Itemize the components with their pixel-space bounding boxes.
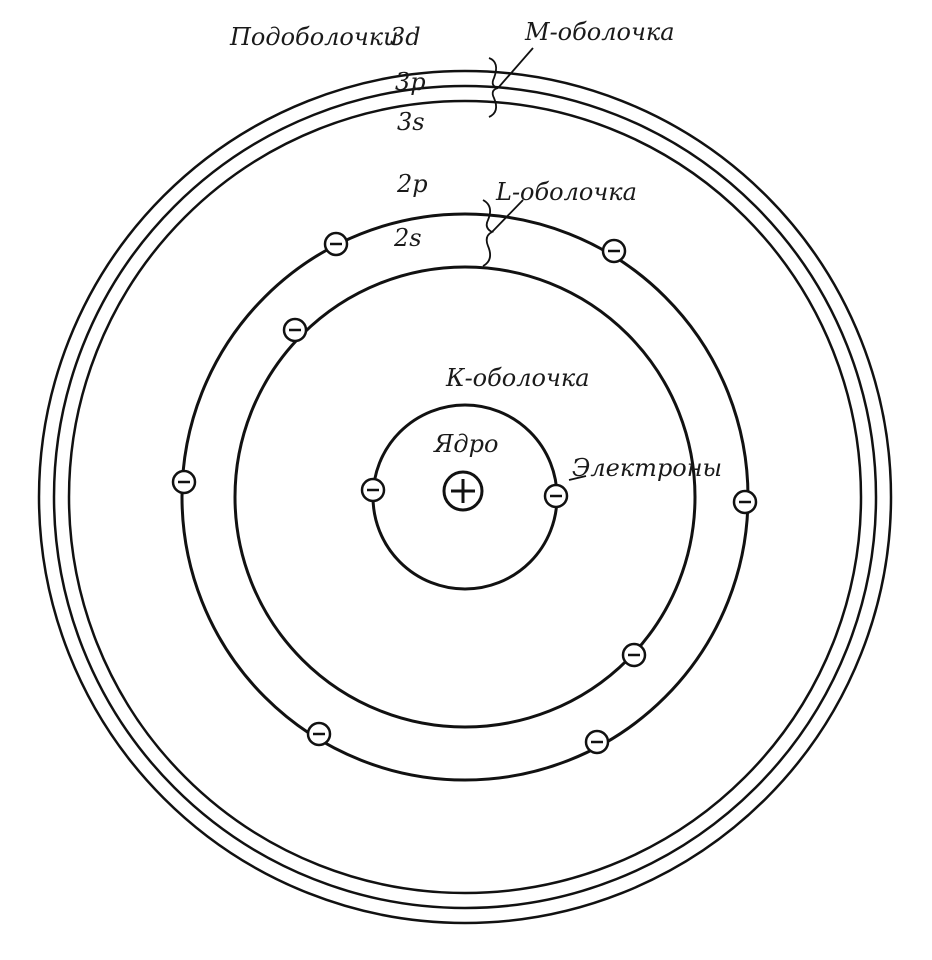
ring-3d	[37, 69, 893, 925]
subshell-3d-label: 3d	[390, 23, 421, 51]
electron	[306, 721, 332, 747]
electrons-leader	[568, 475, 587, 481]
electron	[621, 642, 647, 668]
electron	[601, 238, 627, 264]
k-shell-label: К-оболочка	[445, 364, 590, 392]
l-shell-label: L-оболочка	[495, 178, 637, 206]
electron	[543, 483, 569, 509]
nucleus	[442, 470, 484, 512]
m-shell-label: М-оболочка	[524, 18, 675, 46]
ring-3p	[52, 84, 878, 910]
subshells-label: Подоболочки	[229, 23, 399, 51]
electron	[584, 729, 610, 755]
ring-2s	[233, 265, 697, 729]
subshell-2p-label: 2p	[396, 170, 428, 198]
l-shell-leader	[491, 199, 524, 233]
subshell-3p-label: 3p	[395, 68, 426, 96]
subshell-3s-label: 3s	[397, 108, 425, 136]
ring-3s	[67, 99, 863, 895]
electron	[171, 469, 197, 495]
electron	[360, 477, 386, 503]
m-shell-leader	[497, 47, 534, 89]
nucleus-label: Ядро	[433, 430, 498, 458]
subshell-2s-label: 2s	[393, 224, 422, 252]
electron	[323, 231, 349, 257]
l-shell-brace	[482, 199, 495, 267]
electron-group	[171, 231, 758, 755]
electrons-label: Электроны	[572, 454, 722, 482]
electron	[732, 489, 758, 515]
electron	[282, 317, 308, 343]
